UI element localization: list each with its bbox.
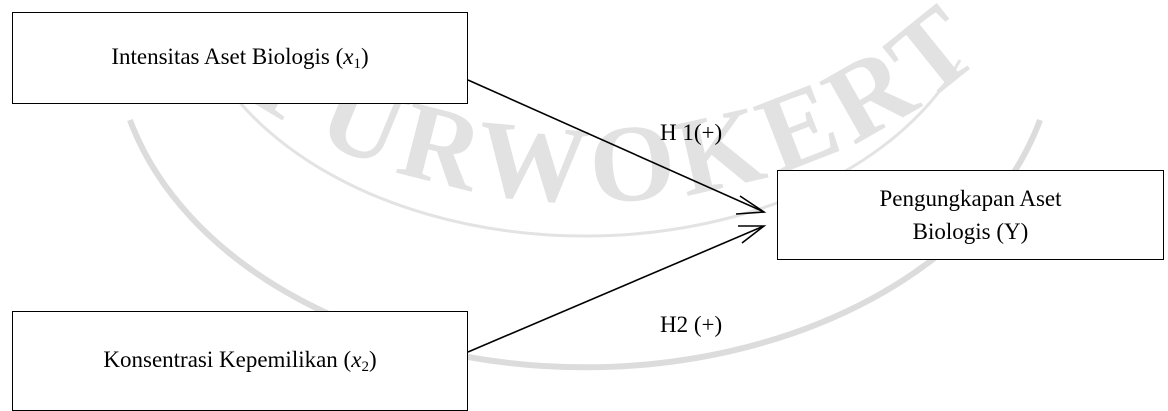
- edge-label-h2: H2 (+): [660, 312, 723, 337]
- arrow-h1-line: [467, 79, 765, 213]
- x2-subscript: 2: [361, 359, 369, 376]
- node-pengungkapan-aset-biologis: Pengungkapan Aset Biologis (Y): [777, 170, 1164, 260]
- arrow-h2-line: [467, 225, 765, 353]
- node-y-line1: Pengungkapan Aset: [879, 185, 1062, 211]
- node-x2-text: Konsentrasi Kepemilikan (x2): [103, 347, 377, 376]
- node-x1-text: Intensitas Aset Biologis (x1): [111, 44, 369, 73]
- x2-variable: x: [351, 347, 362, 373]
- node-konsentrasi-kepemilikan: Konsentrasi Kepemilikan (x2): [12, 311, 468, 411]
- x1-subscript: 1: [353, 56, 361, 73]
- x1-variable: x: [343, 44, 354, 70]
- node-y-line2: Biologis (Y): [912, 219, 1029, 244]
- node-intensitas-aset-biologis: Intensitas Aset Biologis (x1): [12, 12, 468, 104]
- arrow-h1-head: [735, 195, 767, 215]
- hypothesis-arrows: [467, 79, 767, 353]
- edge-label-h1: H 1(+): [660, 120, 723, 145]
- arrow-h2-head: [738, 225, 767, 244]
